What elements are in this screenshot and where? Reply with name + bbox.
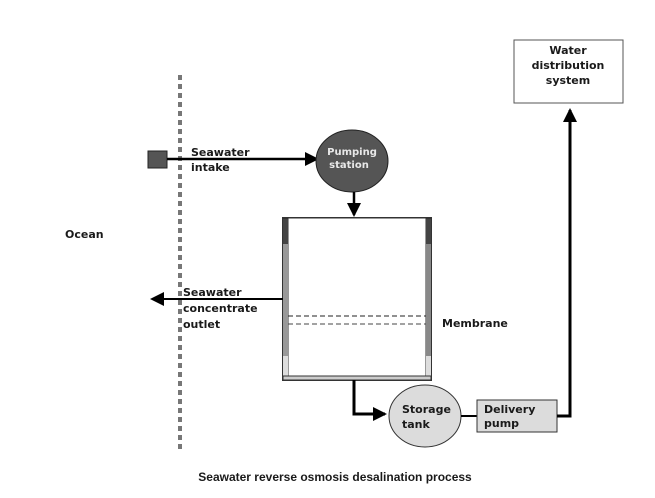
pump-to-distribution-arrow [557,108,577,418]
vessel-wall-dark-left [283,219,288,244]
ocean-label: Ocean [65,228,104,241]
intake-label-1: Seawater [191,146,250,159]
storage-tank [388,384,462,448]
concentrate-label-2: concentrate [183,302,258,315]
vessel-wall-mid-right [426,244,431,356]
vessel-wall-light-left [283,356,288,378]
membrane-label: Membrane [442,317,508,330]
delivery-pump-label-2: pump [484,417,519,430]
concentrate-label-3: outlet [183,318,220,331]
distribution-label-1: Water [549,44,587,57]
vessel-wall-light-right [426,356,431,378]
concentrate-label-1: Seawater [183,286,242,299]
intake-label-2: intake [191,161,230,174]
distribution-label-3: system [546,74,590,87]
pumping-station [315,129,389,193]
delivery-pump [476,399,558,433]
pumping-station-label-1: Pumping [327,147,377,158]
intake-block [147,150,168,169]
pumping-station-label-2: station [329,160,369,171]
water-distribution-system [513,39,624,104]
storage-tank-label-2: tank [402,418,431,431]
diagram-title: Seawater reverse osmosis desalination pr… [198,470,472,484]
distribution-label-2: distribution [532,59,605,72]
vessel-wall-dark-right [426,219,431,244]
delivery-pump-label-1: Delivery [484,403,535,416]
vessel-bottom [282,375,432,381]
ro-vessel-inner [287,217,427,377]
storage-tank-label-1: Storage [402,403,451,416]
vessel-wall-mid-left [283,244,288,356]
vessel-to-storage-arrow [352,380,387,421]
